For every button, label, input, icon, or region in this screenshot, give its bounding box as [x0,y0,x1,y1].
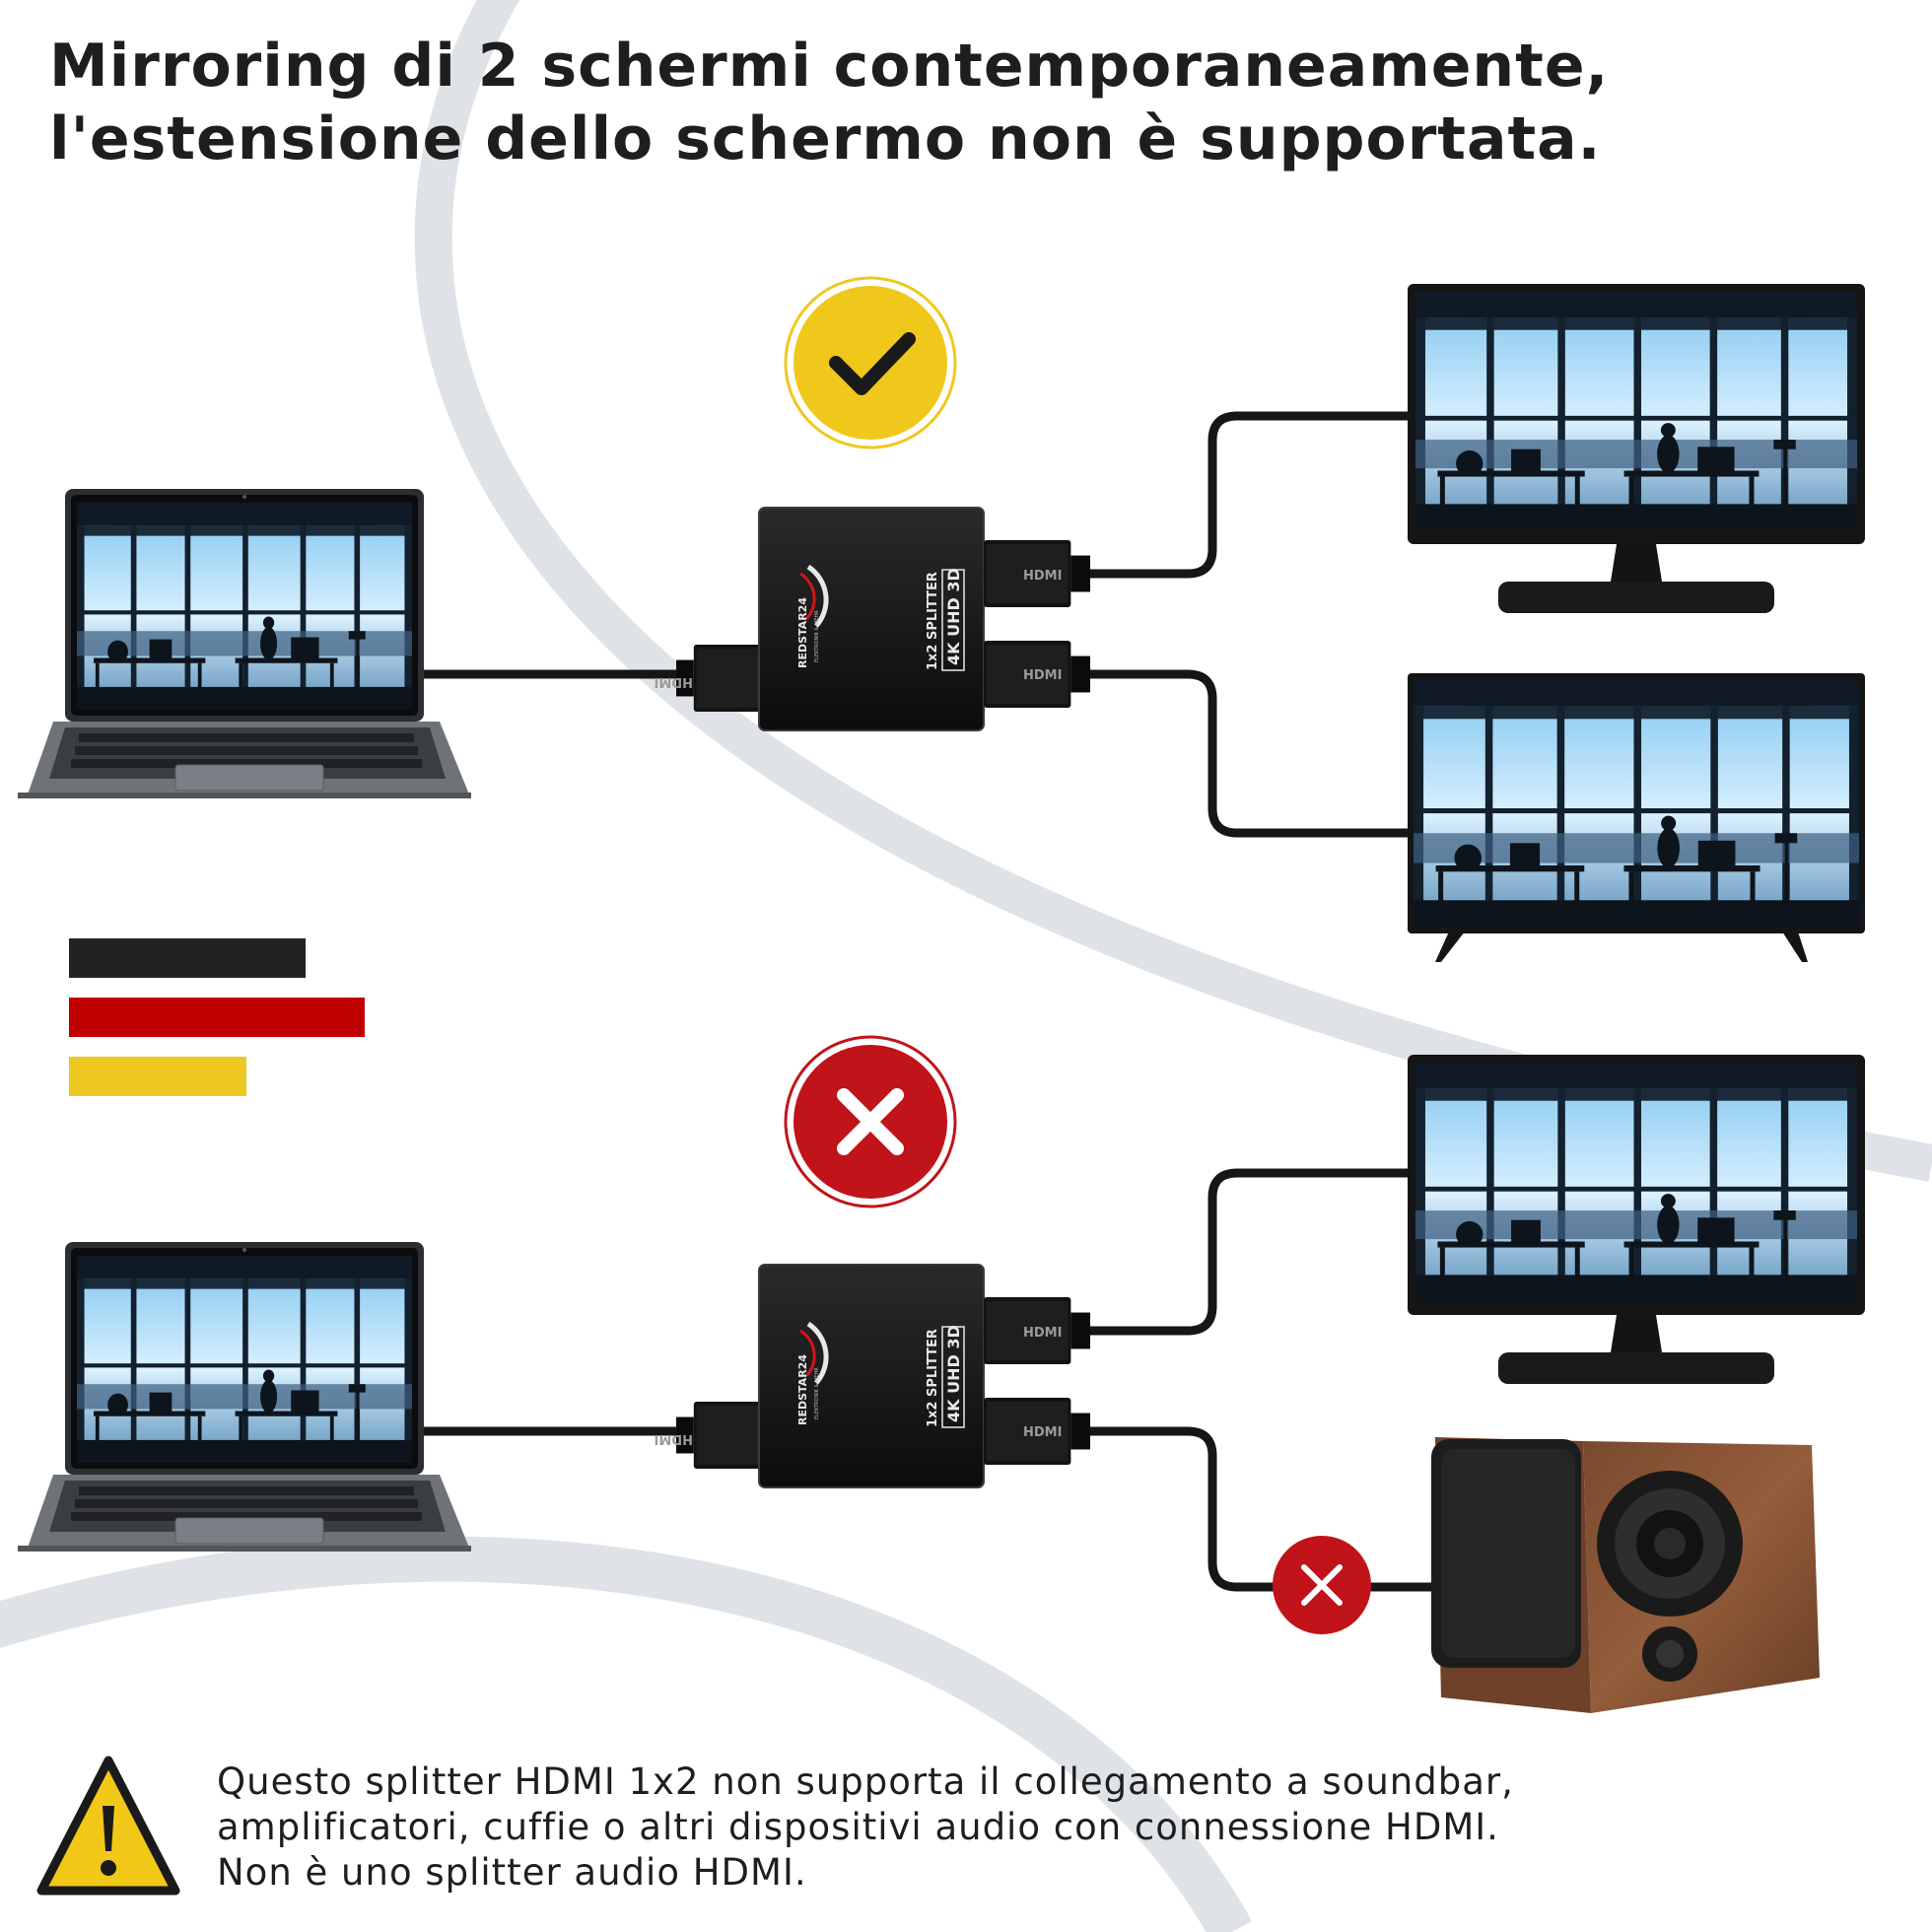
warning-triangle-icon [36,1756,180,1896]
note-line: Non è uno splitter audio HDMI. [217,1851,807,1894]
title-line: l'estensione dello schermo non è support… [49,104,1602,173]
x-circle-icon [1273,1536,1371,1634]
brand-name: REDSTAR24 [796,597,809,668]
x-circle-icon [784,1035,957,1208]
hdmi-cable [419,411,1414,838]
port-label: HDMI [655,674,693,689]
compatibility-note: Questo splitter HDMI 1x2 non supporta il… [217,1760,1514,1896]
german-flag-icon [69,938,365,1096]
port-label: HDMI [1023,569,1062,584]
port-label: HDMI [1023,1326,1062,1341]
model-label: 1x2 SPLITTER [926,1329,940,1427]
brand-tagline: ELEKTRONIK & MEHR [814,1367,820,1419]
monitor-display-1 [1408,1055,1865,1384]
port-label: HDMI [1023,668,1062,683]
laptop-source [18,1242,471,1552]
page-title: Mirroring di 2 schermi contemporaneament… [49,30,1609,175]
check-circle-icon [784,276,957,449]
model-spec: 4K UHD 3D [944,1325,963,1422]
model-label: 1x2 SPLITTER [926,572,940,670]
note-line: amplificatori, cuffie o altri dispositiv… [217,1806,1499,1848]
port-label: HDMI [655,1431,693,1446]
hdmi-splitter: HDMI HDMI HDMI REDSTAR24 ELEKTRONIK & ME… [655,507,1090,731]
brand-name: REDSTAR24 [796,1354,809,1425]
tv-display-2 [1408,673,1865,962]
laptop-source [18,489,471,798]
port-label: HDMI [1023,1425,1062,1440]
speaker-audio-device [1431,1437,1820,1713]
hdmi-cable [419,1168,1444,1592]
note-line: Questo splitter HDMI 1x2 non supporta il… [217,1760,1514,1803]
hdmi-splitter: HDMI HDMI HDMI REDSTAR24 ELEKTRONIK & ME… [655,1264,1090,1488]
title-line: Mirroring di 2 schermi contemporaneament… [49,32,1610,101]
brand-tagline: ELEKTRONIK & MEHR [814,610,820,662]
model-spec: 4K UHD 3D [944,568,963,665]
monitor-display-1 [1408,284,1865,613]
